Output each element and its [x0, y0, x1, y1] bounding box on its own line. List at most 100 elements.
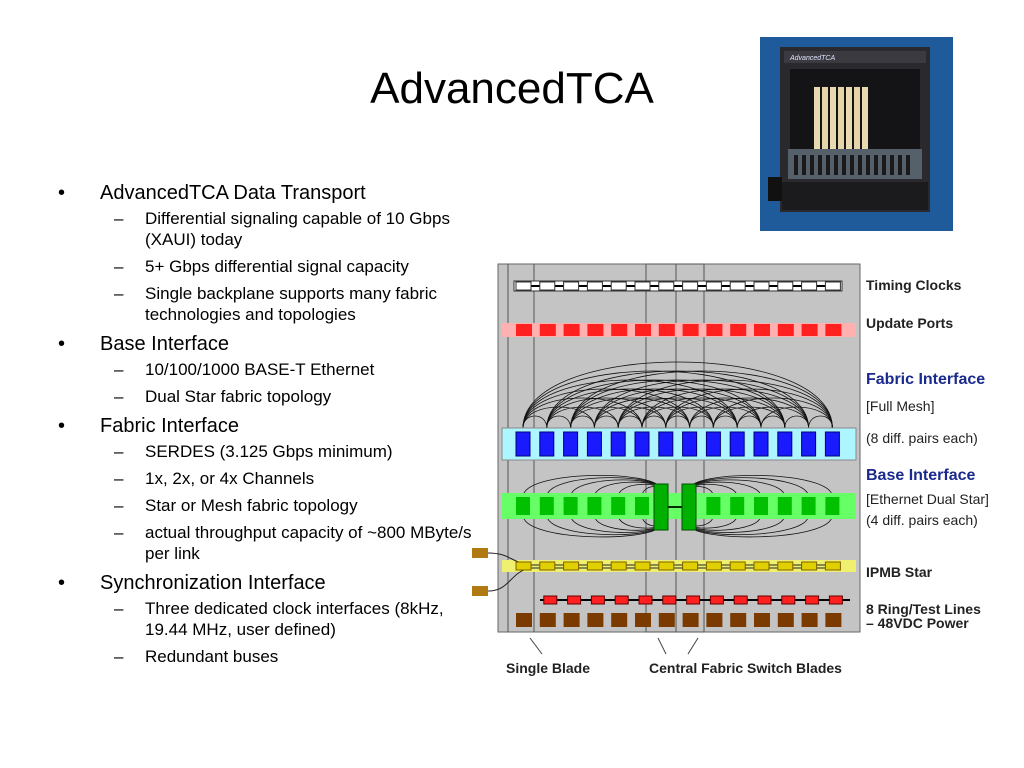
update-port [777, 324, 794, 336]
label-ring-test-lines: 8 Ring/Test Lines [866, 601, 981, 617]
timing-port [634, 281, 651, 291]
label-single-blade: Single Blade [506, 660, 591, 676]
ring-port [733, 595, 748, 605]
hub-b-block [681, 483, 697, 531]
backplane-diagram: Timing Clocks Update Ports Fabric Interf… [470, 262, 1020, 682]
sub-bullet-text: Differential signaling capable of 10 Gbp… [145, 209, 450, 249]
dash-icon: – [114, 209, 124, 228]
fabric-port [634, 431, 650, 457]
power-port [539, 613, 556, 627]
update-port [658, 324, 675, 336]
dash-icon: – [114, 469, 124, 488]
fabric-port [753, 431, 769, 457]
update-port [801, 324, 818, 336]
power-port [516, 613, 532, 627]
ring-port [805, 595, 820, 605]
timing-port [705, 281, 722, 291]
fabric-port [658, 431, 674, 457]
sub-bullet-text: Redundant buses [145, 647, 279, 666]
base-port [777, 497, 792, 515]
bullet-dot-icon: • [58, 572, 66, 594]
ipmb-port [682, 561, 699, 571]
sub-bullet-text: 5+ Gbps differential signal capacity [145, 257, 409, 276]
fabric-port [705, 431, 721, 457]
fabric-port [563, 431, 579, 457]
mesh-arc [665, 388, 833, 429]
base-port [754, 497, 768, 515]
dash-icon: – [114, 360, 124, 379]
base-port [635, 497, 649, 515]
ring-port [567, 595, 582, 605]
timing-port [539, 281, 556, 291]
ring-port [662, 595, 677, 605]
update-port [516, 324, 532, 336]
fabric-port [586, 431, 602, 457]
sub-bullet: –1x, 2x, or 4x Channels [58, 468, 478, 489]
ipmb-port [801, 561, 818, 571]
power-port [563, 613, 580, 627]
ring-test-lines-row [540, 595, 850, 605]
mesh-arc [641, 388, 809, 429]
base-port [706, 497, 721, 515]
power-port [825, 613, 842, 627]
fabric-interface-row [501, 427, 857, 461]
update-port [587, 324, 604, 336]
sub-bullet-text: SERDES (3.125 Gbps minimum) [145, 442, 393, 461]
mesh-arc [546, 370, 809, 429]
power-port [611, 613, 628, 627]
mesh-arc [617, 397, 738, 429]
mesh-arc [594, 388, 762, 429]
fabric-port [610, 431, 626, 457]
update-port [611, 324, 628, 336]
chassis-handle [768, 177, 782, 201]
timing-port [610, 281, 627, 291]
update-port [682, 324, 699, 336]
fabric-port [682, 431, 698, 457]
power-port [682, 613, 699, 627]
dash-icon: – [114, 387, 124, 406]
base-port [825, 497, 840, 515]
ipmb-port [729, 561, 746, 571]
sub-bullet-text: Dual Star fabric topology [145, 387, 332, 406]
sub-bullet-text: actual throughput capacity of ~800 MByte… [145, 523, 472, 563]
power-port [635, 613, 651, 627]
update-port [539, 324, 556, 336]
label-fabric-interface: Fabric Interface [866, 371, 986, 388]
label-timing-clocks: Timing Clocks [866, 277, 962, 293]
hub-a-block [653, 483, 669, 531]
ring-port [614, 595, 629, 605]
update-ports-row [502, 323, 856, 337]
ring-port [686, 595, 701, 605]
sub-bullet: –actual throughput capacity of ~800 MByt… [58, 522, 478, 564]
ring-port [590, 595, 605, 605]
mesh-arc [689, 397, 809, 429]
ipmb-connector [472, 586, 488, 596]
card-handles [794, 155, 910, 175]
bullet-text: Synchronization Interface [100, 572, 326, 594]
sub-bullet: –10/100/1000 BASE-T Ethernet [58, 359, 478, 380]
central-pointer [657, 637, 667, 655]
sub-bullet: –SERDES (3.125 Gbps minimum) [58, 441, 478, 462]
backplane-svg [472, 263, 861, 655]
ipmb-port [777, 561, 794, 571]
timing-port [658, 281, 675, 291]
base-port [563, 497, 578, 515]
dash-icon: – [114, 599, 124, 618]
label-base-sub2: (4 diff. pairs each) [866, 512, 978, 528]
ipmb-connector [472, 548, 488, 558]
fabric-port [824, 431, 840, 457]
sub-bullet-text: Star or Mesh fabric topology [145, 496, 358, 515]
base-interface-row [502, 483, 856, 531]
mesh-arc [522, 370, 786, 429]
timing-clocks-row [513, 280, 843, 292]
mesh-arc [641, 397, 762, 429]
timing-port [515, 281, 532, 291]
ring-port [709, 595, 724, 605]
timing-port [729, 281, 746, 291]
mesh-arc [570, 370, 833, 429]
timing-port [682, 281, 699, 291]
label-power: – 48VDC Power [866, 615, 969, 631]
bullet-text: AdvancedTCA Data Transport [100, 182, 366, 204]
bullet-base-interface: •Base Interface [58, 331, 478, 357]
update-port [563, 324, 580, 336]
